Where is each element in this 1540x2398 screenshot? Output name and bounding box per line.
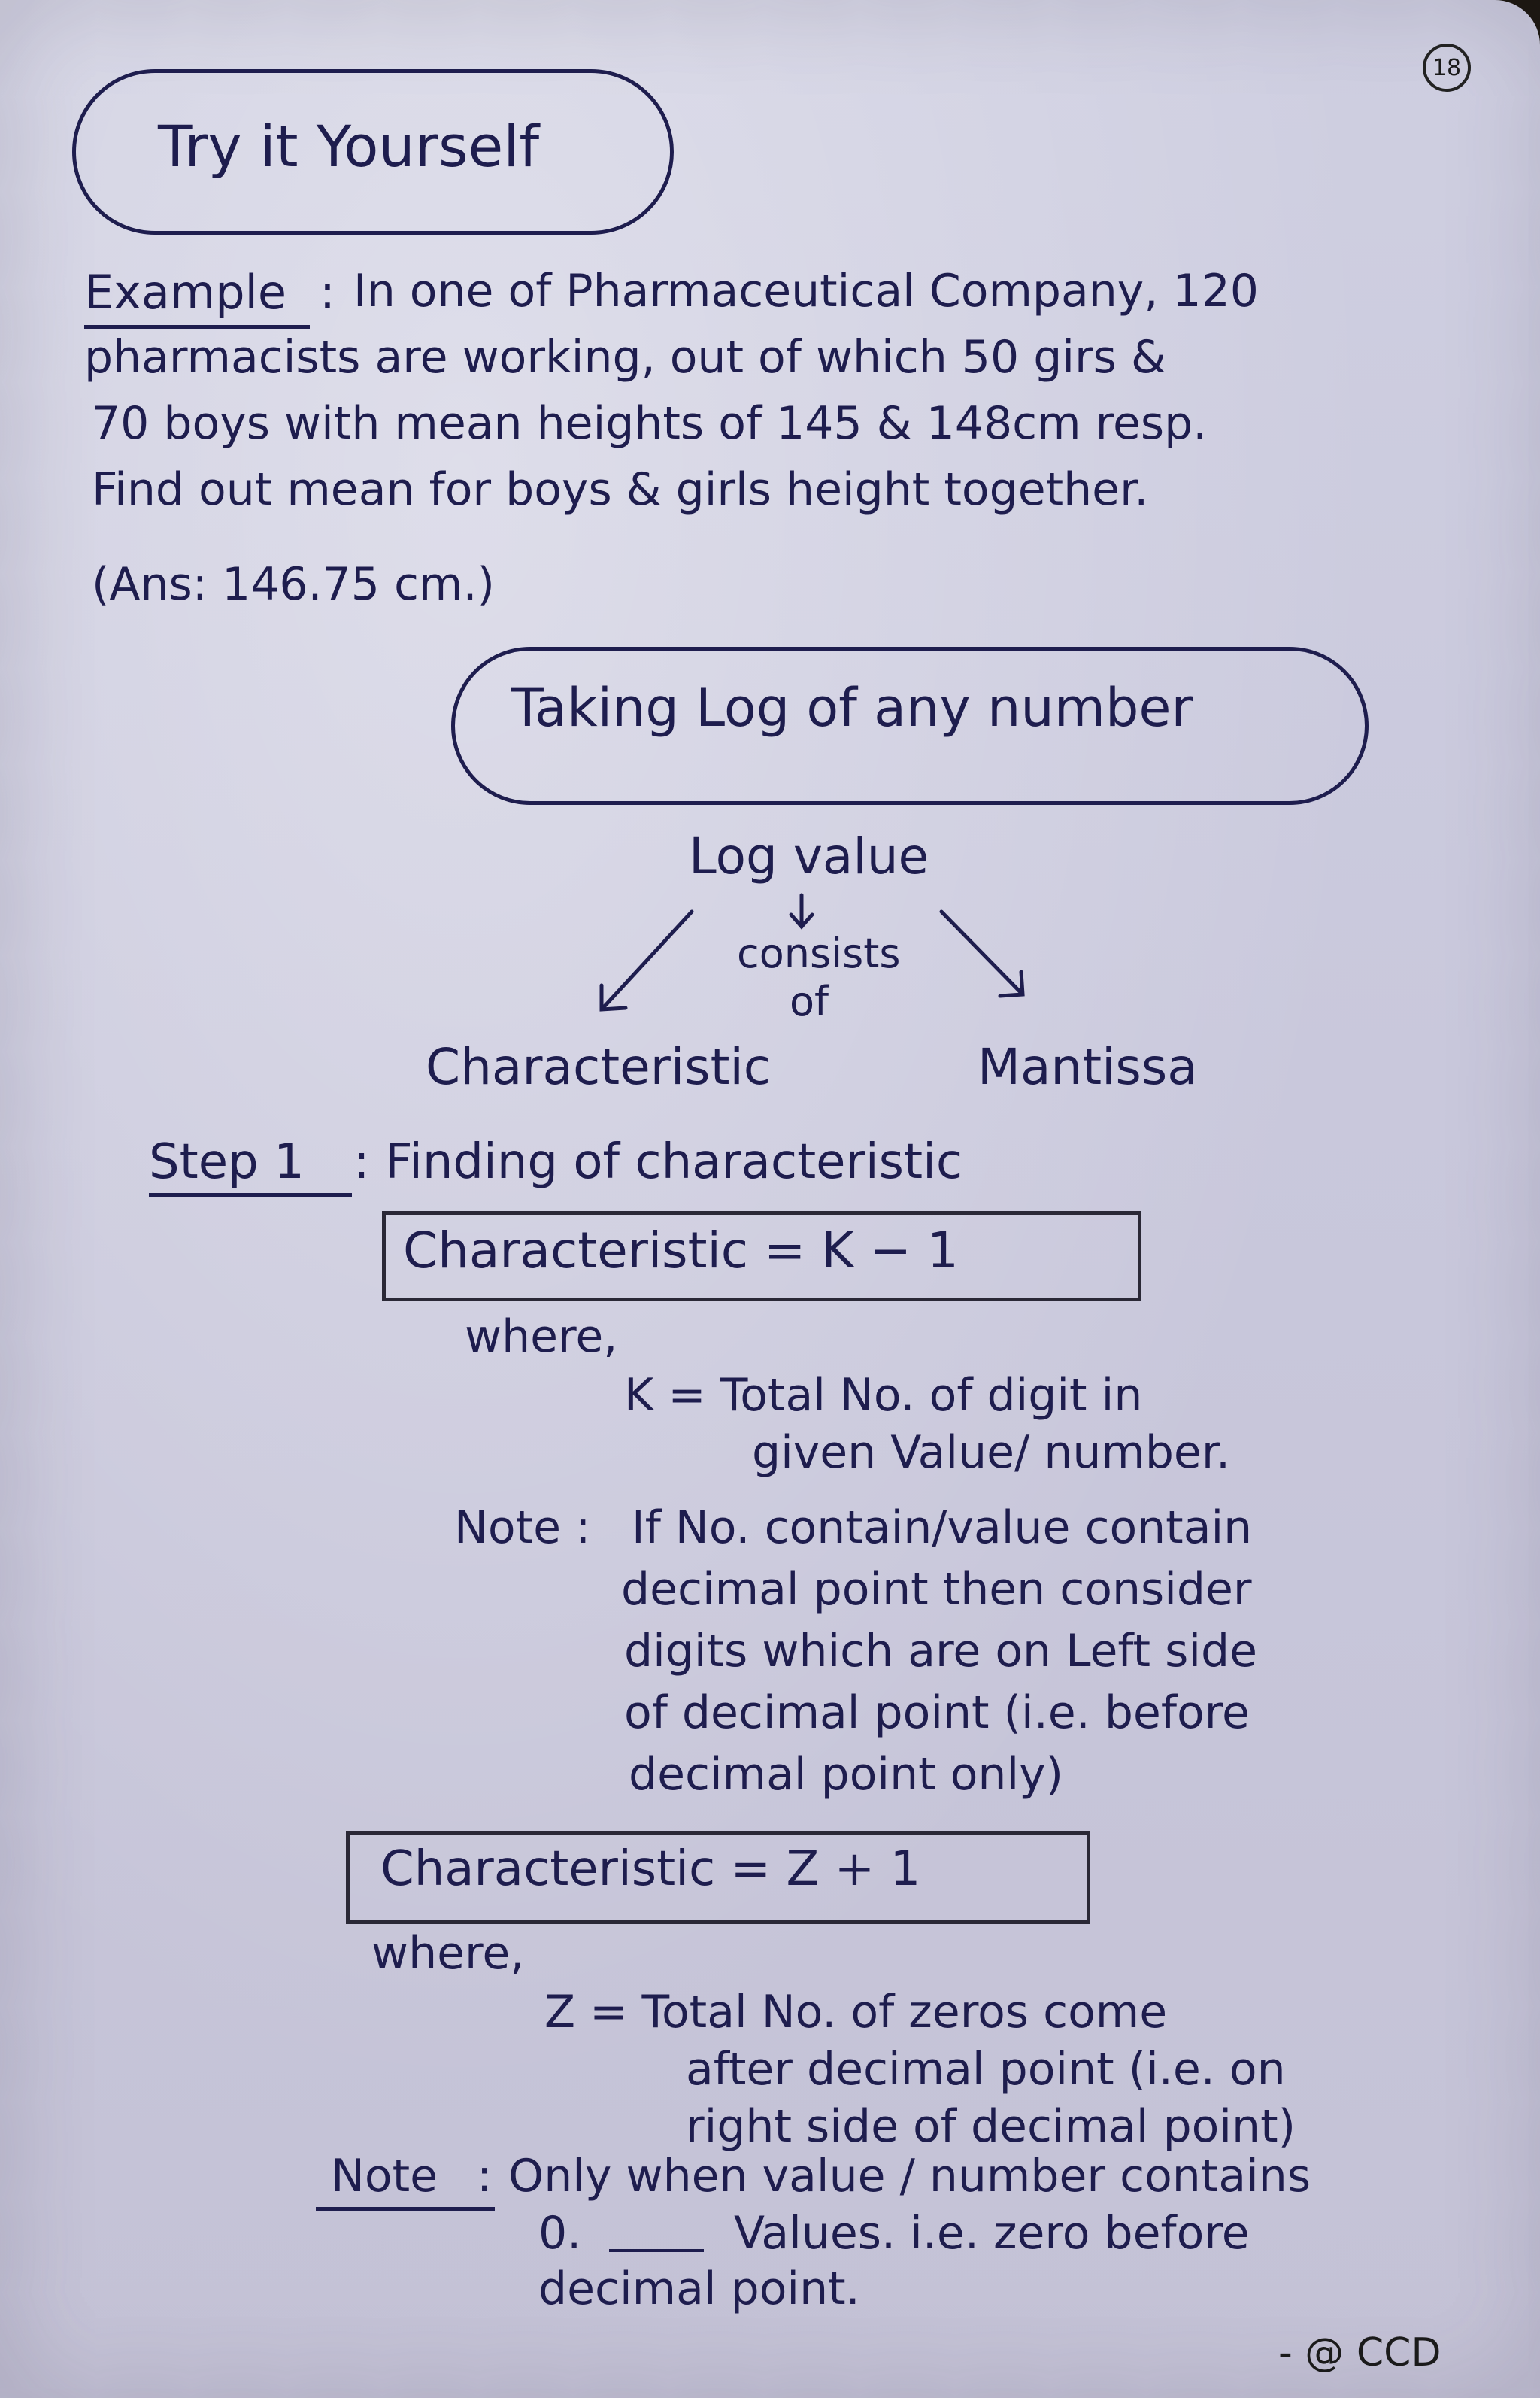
where-1: where, — [465, 1310, 618, 1363]
example-line-4: Find out mean for boys & girls height to… — [92, 463, 1149, 516]
k-definition-line-1: K = Total No. of digit in — [624, 1369, 1143, 1422]
example-underline — [84, 325, 310, 329]
note2-underline — [316, 2207, 495, 2211]
try-it-yourself-cloud — [72, 69, 674, 235]
z-definition-line-2: after decimal point (i.e. on — [686, 2043, 1286, 2096]
k-definition-line-2: given Value/ number. — [752, 1426, 1231, 1479]
formula2-box — [346, 1831, 1090, 1924]
note1-line-5: decimal point only) — [629, 1748, 1064, 1801]
note1-line-3: digits which are on Left side — [624, 1625, 1258, 1677]
diagram-log-value: Log value — [689, 827, 929, 885]
taking-log-heading: Taking Log of any number — [511, 677, 1193, 739]
note2-line-3: decimal point. — [538, 2263, 860, 2315]
formula2: Characteristic = Z + 1 — [380, 1841, 921, 1897]
example-label: Example — [84, 265, 286, 320]
example-line-3: 70 boys with mean heights of 145 & 148cm… — [92, 397, 1208, 450]
where-2: where, — [371, 1927, 525, 1980]
diagram-characteristic: Characteristic — [426, 1038, 772, 1096]
page-number: 18 — [1423, 44, 1471, 92]
formula1: Characteristic = K − 1 — [403, 1222, 959, 1279]
example-answer: (Ans: 146.75 cm.) — [92, 558, 495, 611]
z-definition-line-3: right side of decimal point) — [686, 2100, 1296, 2153]
note1-line-2: decimal point then consider — [621, 1563, 1252, 1616]
note2-line-2: Values. i.e. zero before — [734, 2207, 1250, 2260]
diagram-consists: consists — [737, 930, 901, 977]
note2-blank-line — [609, 2249, 704, 2252]
note2-line-1: Only when value / number contains — [508, 2150, 1311, 2202]
try-it-yourself-heading: Try it Yourself — [158, 113, 540, 180]
note1-label: Note : — [454, 1501, 591, 1554]
step1-label: Step 1 — [149, 1134, 305, 1190]
taking-log-cloud — [451, 647, 1369, 805]
note2-colon: : — [477, 2150, 493, 2202]
z-definition-line-1: Z = Total No. of zeros come — [544, 1986, 1168, 2038]
note2-blank-prefix: 0. — [538, 2207, 582, 2260]
note2-label: Note — [331, 2150, 438, 2202]
signature: - @ CCD — [1278, 2330, 1441, 2375]
step1-underline — [149, 1193, 352, 1197]
step1-text: : Finding of characteristic — [353, 1134, 963, 1190]
example-colon: : — [320, 265, 335, 320]
note1-line-4: of decimal point (i.e. before — [624, 1686, 1250, 1739]
formula1-box — [382, 1211, 1141, 1301]
note1-line-1: If No. contain/value contain — [632, 1501, 1253, 1554]
example-line-2: pharmacists are working, out of which 50… — [84, 331, 1166, 384]
diagram-of: of — [790, 978, 829, 1025]
example-line-1: In one of Pharmaceutical Company, 120 — [353, 265, 1259, 317]
diagram-mantissa: Mantissa — [978, 1038, 1198, 1096]
